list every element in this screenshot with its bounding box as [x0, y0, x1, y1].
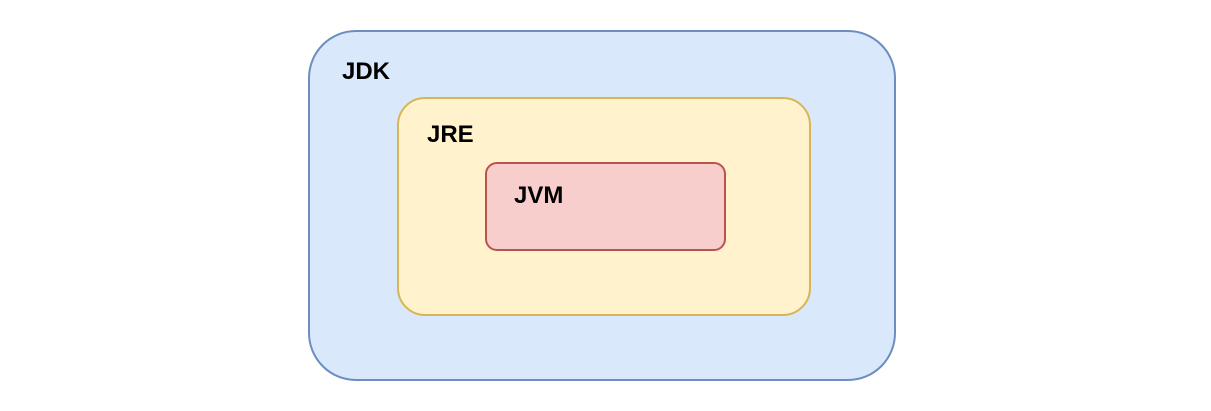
jvm-box: JVM: [485, 162, 726, 251]
jre-label: JRE: [427, 121, 474, 148]
jdk-label: JDK: [342, 58, 391, 85]
jre-box: JRE JVM: [397, 97, 811, 316]
jdk-box: JDK JRE JVM: [308, 30, 896, 381]
jvm-label: JVM: [514, 182, 564, 209]
